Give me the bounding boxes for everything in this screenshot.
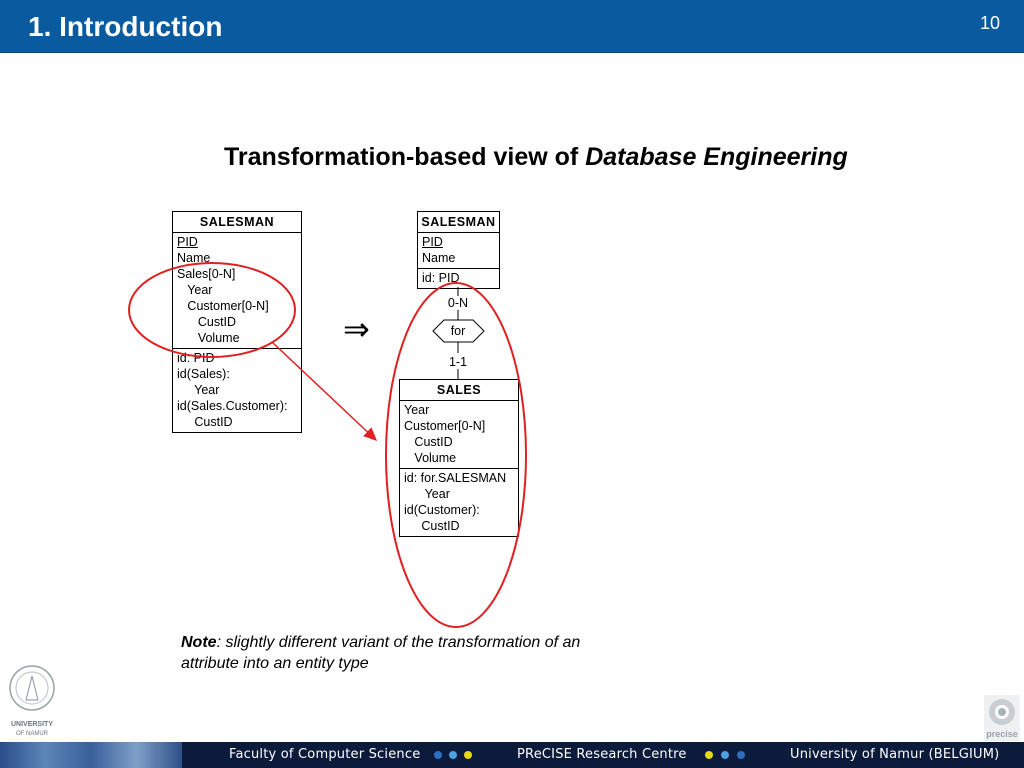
relationship-hexagon xyxy=(432,319,485,343)
sales-entity: SALES Year Customer[0-N] CustID Volume i… xyxy=(399,379,519,537)
attribute: Year xyxy=(177,283,213,297)
footer-dot-icon xyxy=(705,751,713,759)
attribute: Customer[0-N] xyxy=(177,299,269,313)
footer-dot-icon xyxy=(449,751,457,759)
implies-arrow-icon: ⇒ xyxy=(343,310,370,348)
footer-dot-icon xyxy=(737,751,745,759)
highlight-ellipse-right xyxy=(385,282,527,628)
attribute: PID xyxy=(177,235,198,249)
constraint: id: for.SALESMAN xyxy=(404,471,507,485)
footer-dot-icon xyxy=(464,751,472,759)
svg-text:OF NAMUR: OF NAMUR xyxy=(16,731,49,737)
svg-text:UNIVERSITY: UNIVERSITY xyxy=(11,721,53,728)
cardinality-top: 0-N xyxy=(448,296,468,310)
cardinality-bottom: 1-1 xyxy=(449,355,467,369)
constraint: Year xyxy=(177,383,220,397)
attributes-section: PID Name Sales[0-N] Year Customer[0-N] C… xyxy=(173,233,301,348)
note-text: Note: slightly different variant of the … xyxy=(181,634,581,672)
attribute: Sales[0-N] xyxy=(177,267,236,281)
slide-title: 1. Introduction xyxy=(28,11,223,42)
constraints-section: id: PID id(Sales): Year id(Sales.Custome… xyxy=(173,348,301,432)
attribute: Year xyxy=(404,403,430,417)
constraint: id: PID xyxy=(422,271,460,285)
entity-name: SALES xyxy=(400,380,518,401)
attribute: Name xyxy=(177,251,211,265)
attribute: CustID xyxy=(404,435,453,449)
constraint: Year xyxy=(404,487,450,501)
attribute: CustID xyxy=(177,315,237,329)
attributes-section: PID Name xyxy=(418,233,499,268)
attribute: Volume xyxy=(177,331,240,345)
attribute: Volume xyxy=(404,451,457,465)
constraints-section: id: PID xyxy=(418,268,499,288)
entity-name: SALESMAN xyxy=(173,212,301,233)
constraint: id(Customer): xyxy=(404,503,480,517)
highlight-ellipse-left xyxy=(128,262,296,358)
university-seal-icon: UNIVERSITY OF NAMUR xyxy=(9,665,55,737)
slide-header: 1. Introduction 10 xyxy=(0,0,1024,53)
attribute: Customer[0-N] xyxy=(404,419,486,433)
constraint: id(Sales.Customer): xyxy=(177,399,288,413)
relationship-name: for xyxy=(451,324,466,338)
university-logo: UNIVERSITY OF NAMUR xyxy=(4,658,60,742)
footer-dot-icon xyxy=(721,751,729,759)
footer-faculty: Faculty of Computer Science xyxy=(229,747,421,762)
salesman-entity-original: SALESMAN PID Name Sales[0-N] Year Custom… xyxy=(172,211,302,433)
slide-subtitle: Transformation-based view of Database En… xyxy=(224,143,848,171)
precise-logo-icon: precise xyxy=(984,695,1020,741)
transformation-arrow xyxy=(271,341,378,442)
constraint: CustID xyxy=(404,519,460,533)
constraint: id(Sales): xyxy=(177,367,230,381)
entity-name: SALESMAN xyxy=(418,212,499,233)
page-number: 10 xyxy=(979,13,1000,33)
attribute: Name xyxy=(422,251,456,265)
salesman-entity-transformed: SALESMAN PID Name id: PID xyxy=(417,211,500,289)
footer-research-centre: PReCISE Research Centre xyxy=(517,747,687,762)
svg-text:precise: precise xyxy=(986,729,1018,739)
constraints-section: id: for.SALESMAN Year id(Customer): Cust… xyxy=(400,468,518,536)
constraint: CustID xyxy=(177,415,233,429)
attribute: PID xyxy=(422,235,443,249)
slide-footer: Faculty of Computer Science PReCISE Rese… xyxy=(0,742,1024,768)
precise-logo: precise xyxy=(984,695,1020,741)
footer-university: University of Namur (BELGIUM) xyxy=(790,747,1000,762)
footer-photo-strip xyxy=(0,742,182,768)
attributes-section: Year Customer[0-N] CustID Volume xyxy=(400,401,518,468)
footer-dot-icon xyxy=(434,751,442,759)
